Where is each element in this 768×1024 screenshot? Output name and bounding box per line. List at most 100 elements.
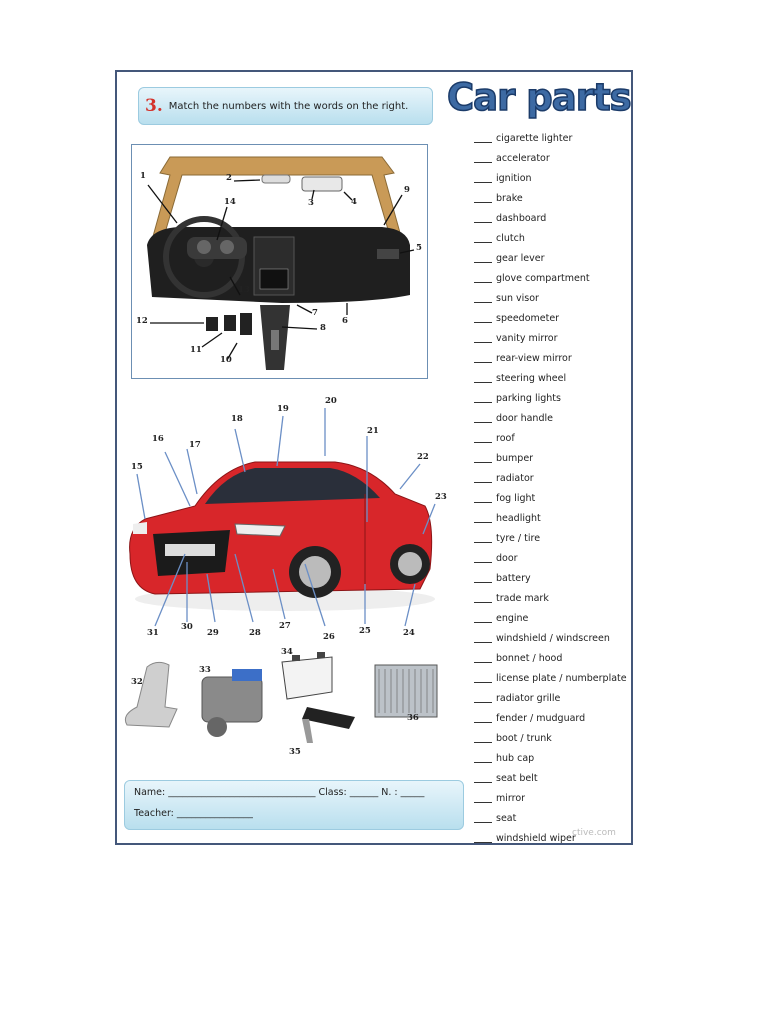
- answer-blank[interactable]: [474, 234, 492, 243]
- word-list-item: parking lights: [474, 388, 634, 408]
- dash-label-9: 9: [404, 185, 410, 195]
- item-label-35: 35: [289, 747, 301, 757]
- answer-blank[interactable]: [474, 514, 492, 523]
- answer-blank[interactable]: [474, 534, 492, 543]
- car-label-26: 26: [323, 632, 335, 642]
- answer-blank[interactable]: [474, 454, 492, 463]
- word-list-label: sun visor: [496, 292, 539, 304]
- car-label-23: 23: [435, 492, 447, 502]
- dash-label-8: 8: [320, 323, 326, 333]
- word-list-label: cigarette lighter: [496, 132, 573, 144]
- word-list-label: seat belt: [496, 772, 538, 784]
- answer-blank[interactable]: [474, 194, 492, 203]
- answer-blank[interactable]: [474, 774, 492, 783]
- word-list-item: brake: [474, 188, 634, 208]
- dash-label-4: 4: [351, 197, 357, 207]
- word-list-label: accelerator: [496, 152, 550, 164]
- items-illustration: [124, 652, 438, 743]
- answer-blank[interactable]: [474, 654, 492, 663]
- car-label-20: 20: [325, 396, 337, 406]
- word-list-label: door handle: [496, 412, 553, 424]
- answer-blank[interactable]: [474, 254, 492, 263]
- word-list-item: engine: [474, 608, 634, 628]
- word-list-label: rear-view mirror: [496, 352, 572, 364]
- word-list-item: bonnet / hood: [474, 648, 634, 668]
- answer-blank[interactable]: [474, 474, 492, 483]
- item-label-34: 34: [281, 647, 293, 657]
- word-list-item: speedometer: [474, 308, 634, 328]
- dash-label-3: 3: [308, 198, 314, 208]
- word-list-label: hub cap: [496, 752, 535, 764]
- answer-blank[interactable]: [474, 294, 492, 303]
- word-list-item: vanity mirror: [474, 328, 634, 348]
- answer-blank[interactable]: [474, 614, 492, 623]
- word-list-item: dashboard: [474, 208, 634, 228]
- dash-label-6: 6: [342, 316, 348, 326]
- answer-blank[interactable]: [474, 374, 492, 383]
- word-list-label: gear lever: [496, 252, 545, 264]
- car-label-19: 19: [277, 404, 289, 414]
- answer-blank[interactable]: [474, 494, 492, 503]
- teacher-line: Teacher: ________________: [134, 808, 253, 819]
- word-list-item: cigarette lighter: [474, 128, 634, 148]
- word-list-label: steering wheel: [496, 372, 567, 384]
- item-label-33: 33: [199, 665, 211, 675]
- car-label-25: 25: [359, 626, 371, 636]
- car-label-27: 27: [279, 621, 291, 631]
- answer-blank[interactable]: [474, 714, 492, 723]
- answer-blank[interactable]: [474, 174, 492, 183]
- dash-label-12: 12: [136, 316, 148, 326]
- word-list-label: windshield wiper: [496, 832, 576, 844]
- answer-blank[interactable]: [474, 834, 492, 843]
- answer-blank[interactable]: [474, 694, 492, 703]
- answer-blank[interactable]: [474, 314, 492, 323]
- word-list-label: parking lights: [496, 392, 561, 404]
- word-list-label: glove compartment: [496, 272, 590, 284]
- word-list-item: clutch: [474, 228, 634, 248]
- word-list-label: trade mark: [496, 592, 549, 604]
- word-list-item: rear-view mirror: [474, 348, 634, 368]
- word-list-label: headlight: [496, 512, 541, 524]
- answer-blank[interactable]: [474, 214, 492, 223]
- word-list-item: windshield wiper: [474, 828, 634, 848]
- answer-blank[interactable]: [474, 134, 492, 143]
- car-label-29: 29: [207, 628, 219, 638]
- word-list-label: ignition: [496, 172, 532, 184]
- word-list-label: radiator: [496, 472, 534, 484]
- word-list-item: bumper: [474, 448, 634, 468]
- dashboard-illustration: [147, 156, 415, 370]
- word-list-item: ignition: [474, 168, 634, 188]
- answer-blank[interactable]: [474, 414, 492, 423]
- car-label-24: 24: [403, 628, 415, 638]
- word-list-label: bonnet / hood: [496, 652, 563, 664]
- answer-blank[interactable]: [474, 794, 492, 803]
- dash-label-7: 7: [312, 308, 318, 318]
- car-label-17: 17: [189, 440, 201, 450]
- answer-blank[interactable]: [474, 634, 492, 643]
- answer-blank[interactable]: [474, 674, 492, 683]
- word-list-label: tyre / tire: [496, 532, 541, 544]
- word-list-item: mirror: [474, 788, 634, 808]
- answer-blank[interactable]: [474, 814, 492, 823]
- answer-blank[interactable]: [474, 154, 492, 163]
- exercise-number: 3.: [145, 96, 163, 116]
- item-label-32: 32: [131, 677, 143, 687]
- answer-blank[interactable]: [474, 394, 492, 403]
- answer-blank[interactable]: [474, 334, 492, 343]
- answer-blank[interactable]: [474, 354, 492, 363]
- answer-blank[interactable]: [474, 554, 492, 563]
- word-list-label: windshield / windscreen: [496, 632, 610, 644]
- answer-blank[interactable]: [474, 734, 492, 743]
- word-list-label: engine: [496, 612, 529, 624]
- dash-label-13: 13: [238, 285, 250, 295]
- answer-blank[interactable]: [474, 434, 492, 443]
- answer-blank[interactable]: [474, 574, 492, 583]
- item-label-36: 36: [407, 713, 419, 723]
- word-list: cigarette lighter accelerator ignition brak…: [474, 128, 634, 848]
- answer-blank[interactable]: [474, 594, 492, 603]
- word-list-item: seat: [474, 808, 634, 828]
- car-label-30: 30: [181, 622, 193, 632]
- answer-blank[interactable]: [474, 754, 492, 763]
- answer-blank[interactable]: [474, 274, 492, 283]
- word-list-item: door: [474, 548, 634, 568]
